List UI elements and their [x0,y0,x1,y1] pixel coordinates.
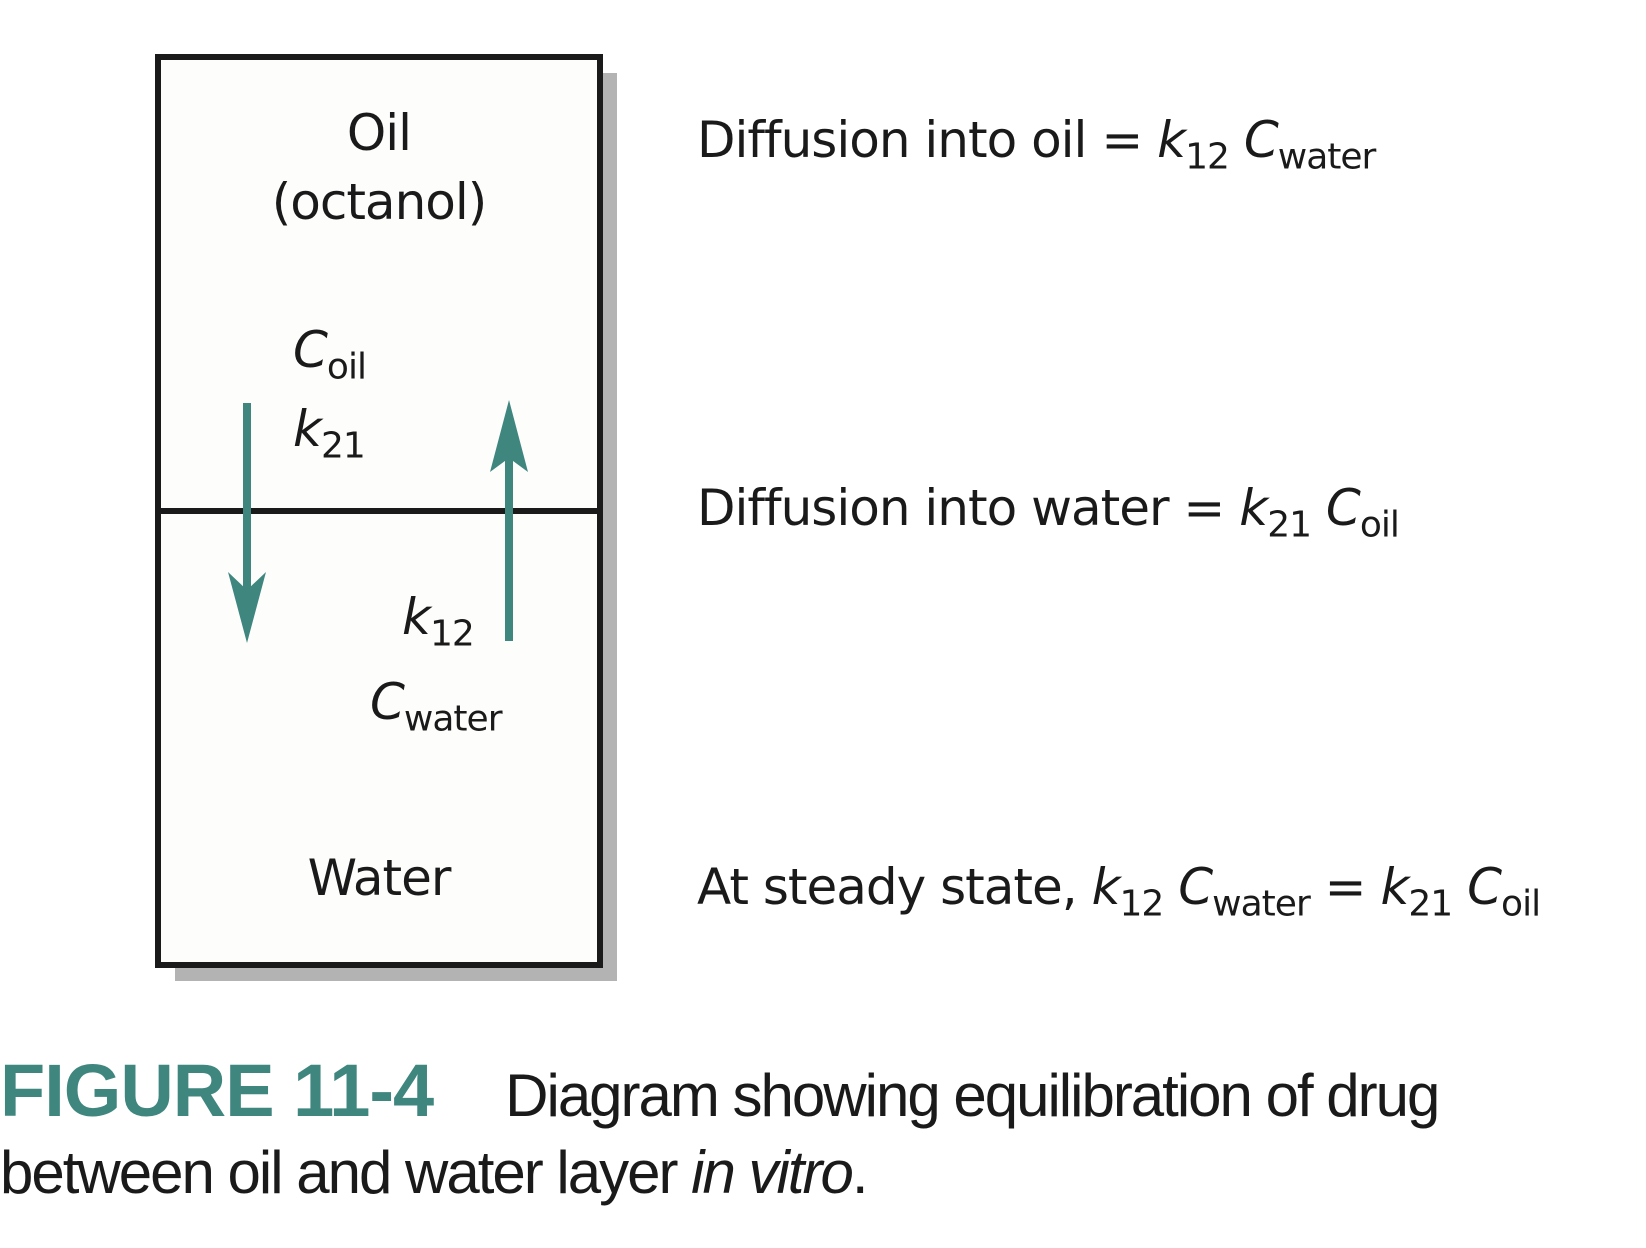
figure-caption-line1: FIGURE 11-4 Diagram showing equilibration… [0,1048,1440,1133]
oil-label: Oil [346,104,412,162]
figure-label: FIGURE 11-4 [0,1049,434,1132]
figure-caption-line2: between oil and water layer in vitro. [0,1139,868,1206]
k21-label: k21 [293,400,366,467]
water-label: Water [307,849,452,907]
equation-diffusion-into-water: Diffusion into water = k21 Coil [697,479,1400,546]
equation-diffusion-into-oil: Diffusion into oil = k12 Cwater [697,111,1376,178]
k12-label: k12 [402,588,475,655]
caption-text-line1: Diagram showing equilibration of drug [505,1062,1440,1129]
oil-water-interface [155,508,603,514]
caption-italic: in vitro [691,1139,854,1206]
oil-sublabel: (octanol) [271,173,488,231]
equation-steady-state: At steady state, k12 Cwater = k21 Coil [697,858,1541,925]
c-oil-label: Coil [293,321,367,388]
c-water-label: Cwater [370,673,502,740]
